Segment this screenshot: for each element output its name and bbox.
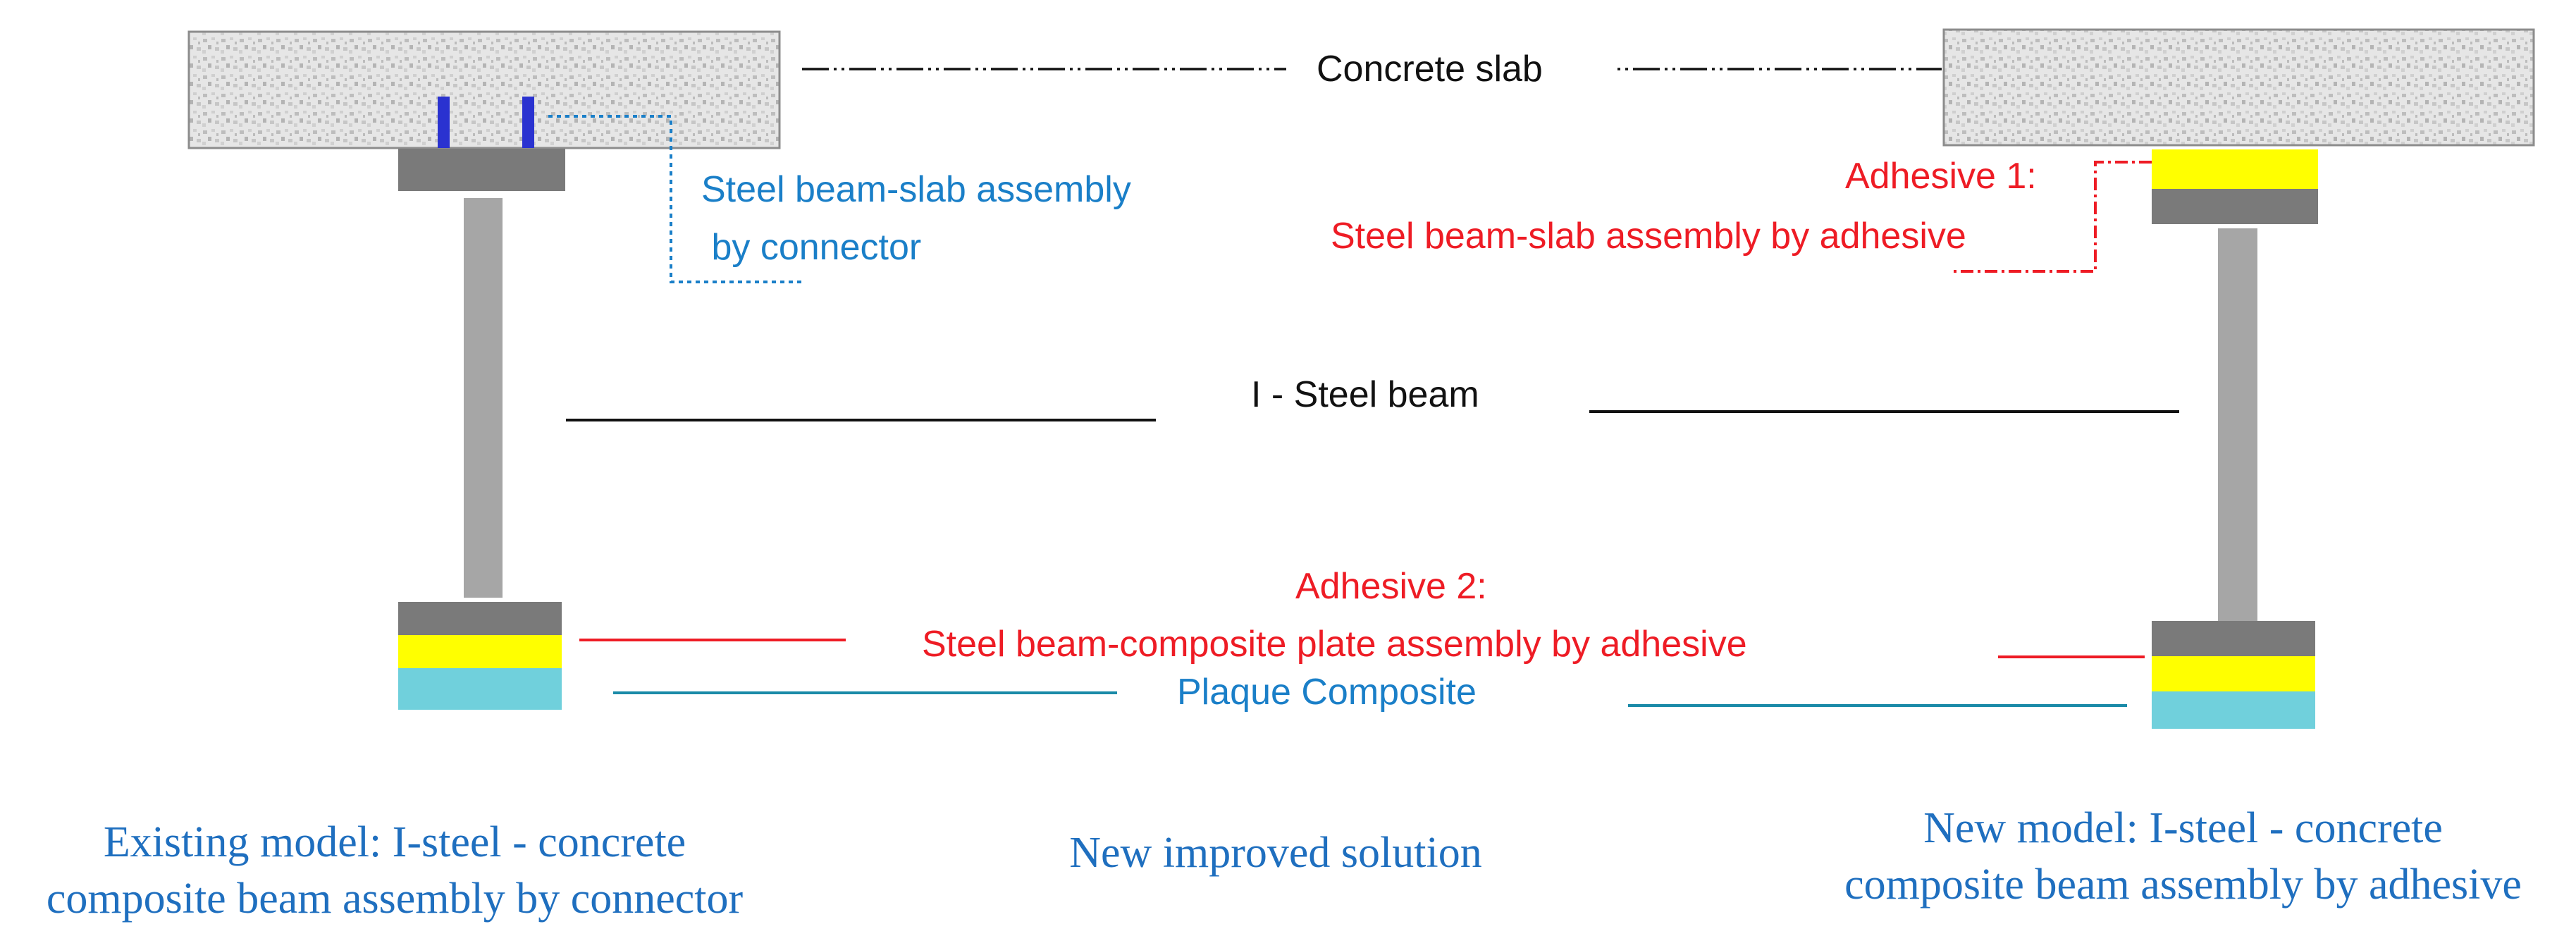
connector-assembly-line-1: Steel beam-slab assembly [701, 169, 1131, 210]
adhesive-1-description: Steel beam-slab assembly by adhesive [1331, 216, 1966, 257]
adhesive-1-layer [2152, 149, 2318, 189]
connector-assembly-label: Steel beam-slab assembly by connector [701, 161, 1131, 276]
bottom-flange-left [398, 602, 562, 635]
shear-connector-left [438, 97, 450, 148]
adhesive-2-description: Steel beam-composite plate assembly by a… [922, 624, 1747, 665]
adhesive-2-label: Adhesive 2: [1295, 566, 1487, 607]
bottom-flange-right [2152, 621, 2315, 656]
caption-existing-line-1: Existing model: I-steel - concrete [103, 818, 686, 866]
concrete-slab-label: Concrete slab [1317, 49, 1543, 90]
i-steel-beam-label: I - Steel beam [1251, 374, 1479, 415]
composite-plate-right [2152, 691, 2315, 729]
caption-new-model: New model: I-steel - concrete composite … [1794, 800, 2572, 913]
concrete-slab-left [187, 30, 781, 149]
top-flange-right [2152, 189, 2318, 224]
adhesive-2-layer-right [2152, 656, 2315, 691]
web-right [2218, 228, 2257, 621]
adhesive-1-label: Adhesive 1: [1845, 156, 2037, 197]
adhesive-1-leader [1952, 161, 2152, 273]
caption-new-line-1: New model: I-steel - concrete [1923, 804, 2443, 852]
top-flange-left [398, 149, 565, 191]
connector-leader [548, 115, 803, 283]
composite-plate-left [398, 668, 562, 710]
plaque-composite-label: Plaque Composite [1177, 672, 1477, 713]
concrete-slab-right [1942, 28, 2535, 147]
caption-new-improved-solution: New improved solution [1069, 829, 1482, 877]
web-left [464, 198, 503, 598]
connector-assembly-line-2: by connector [701, 227, 922, 268]
caption-existing-line-2: composite beam assembly by connector [46, 875, 744, 923]
adhesive-2-layer-left [398, 635, 562, 668]
shear-connector-right [522, 97, 534, 148]
caption-existing-model: Existing model: I-steel - concrete compo… [14, 814, 775, 927]
caption-new-line-2: composite beam assembly by adhesive [1844, 861, 2522, 909]
